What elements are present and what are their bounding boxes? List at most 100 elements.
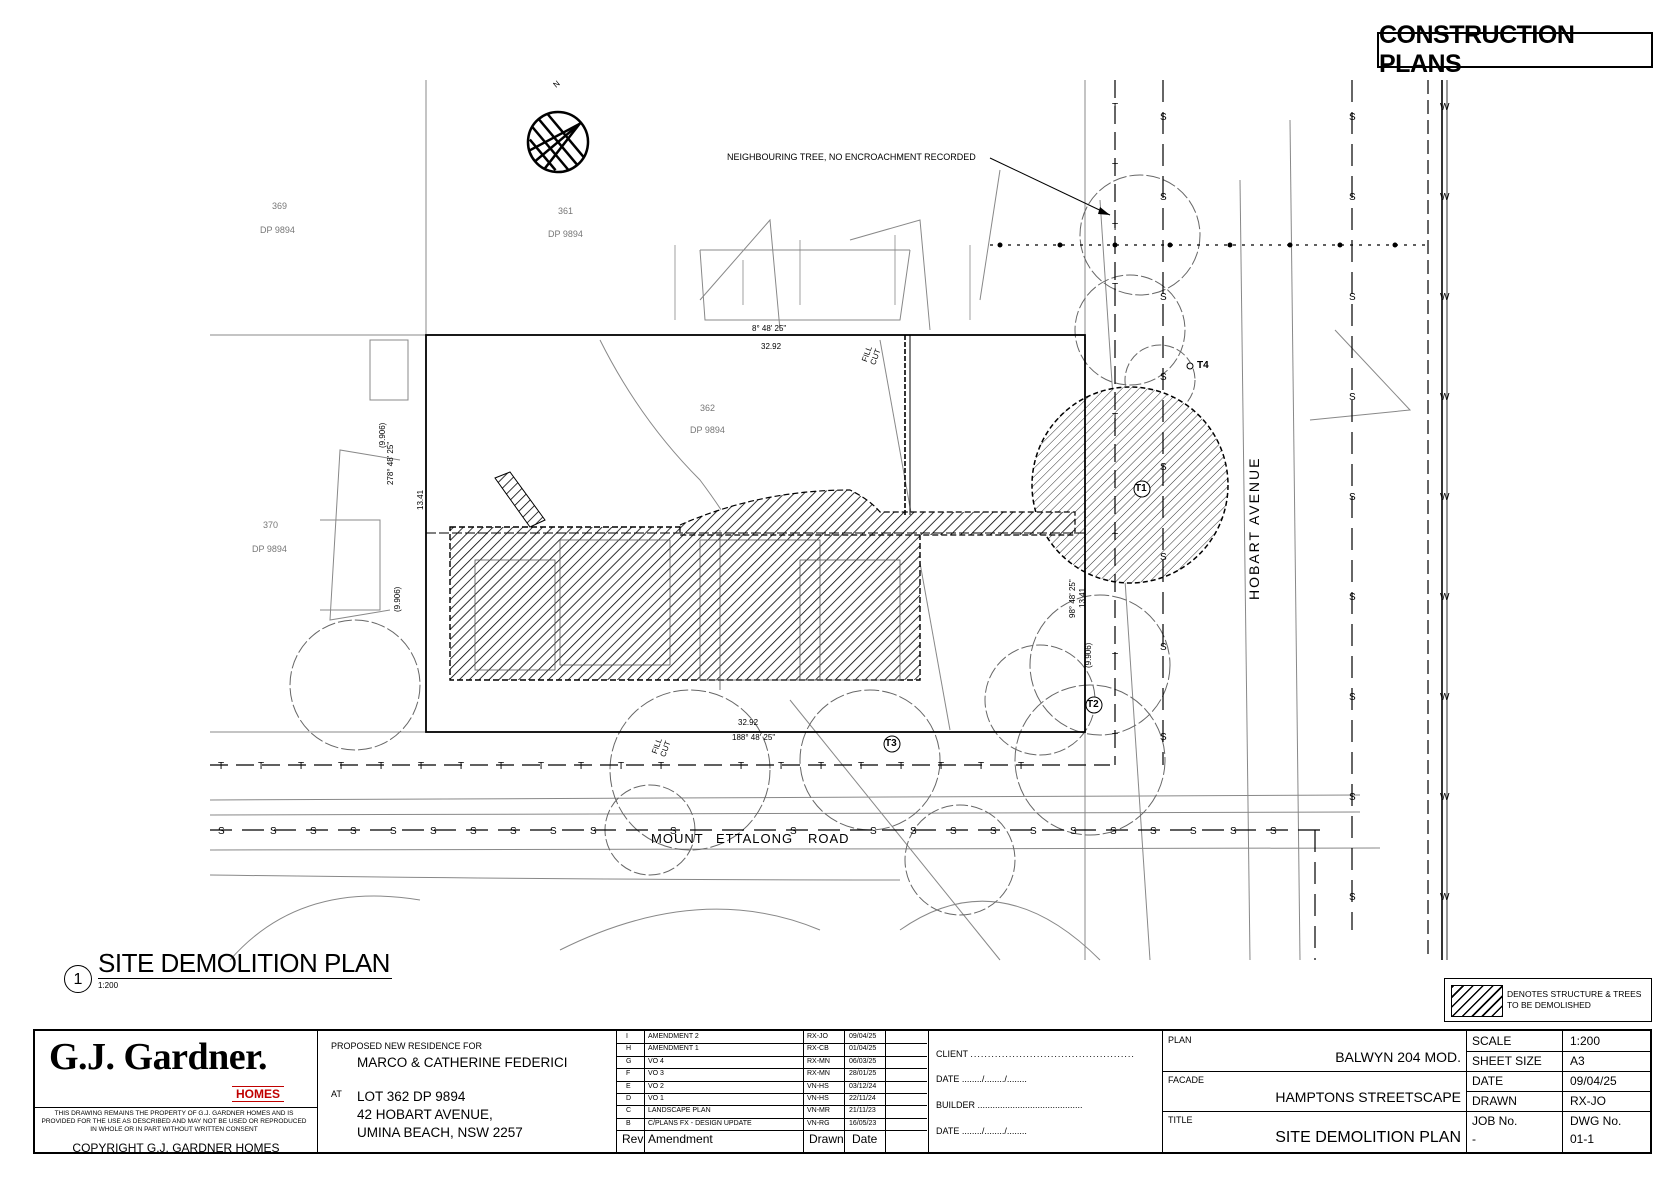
svg-text:S: S xyxy=(1349,492,1356,503)
date-key: DATE xyxy=(1472,1074,1504,1088)
svg-text:S: S xyxy=(1349,692,1356,703)
dwg-value: 01-1 xyxy=(1570,1132,1595,1146)
revision-rev: D xyxy=(626,1095,632,1102)
revision-header-date: Date xyxy=(852,1132,878,1147)
svg-text:T: T xyxy=(418,761,424,772)
revision-rev: B xyxy=(626,1119,631,1127)
scale-value: 1:200 xyxy=(1570,1034,1601,1048)
svg-text:S: S xyxy=(1349,792,1356,803)
lot-label: 370 xyxy=(263,520,279,530)
svg-text:T: T xyxy=(1112,412,1118,423)
svg-text:W: W xyxy=(1440,692,1450,703)
revision-drawn: RX-MN xyxy=(807,1057,830,1065)
builder-field: BUILDER ................................… xyxy=(936,1100,1083,1110)
svg-text:S: S xyxy=(1150,826,1157,837)
revision-date: 09/04/25 xyxy=(849,1033,877,1040)
svg-text:T: T xyxy=(1112,532,1118,543)
proposed-label: PROPOSED NEW RESIDENCE FOR xyxy=(331,1041,483,1051)
svg-text:T: T xyxy=(1112,732,1118,743)
revision-amendment: VO 3 xyxy=(648,1070,664,1078)
title-block: G.J. Gardner. HOMES THIS DRAWING REMAINS… xyxy=(33,1029,1652,1155)
facade-value: HAMPTONS STREETSCAPE xyxy=(1275,1089,1461,1105)
svg-text:S: S xyxy=(1160,372,1167,383)
svg-text:S: S xyxy=(1349,392,1356,403)
svg-text:S: S xyxy=(910,826,917,837)
svg-text:W: W xyxy=(1440,192,1450,203)
revision-amendment: AMENDMENT 2 xyxy=(648,1033,699,1040)
svg-text:S: S xyxy=(218,826,225,837)
svg-text:S: S xyxy=(1160,112,1167,123)
svg-text:T: T xyxy=(778,761,784,772)
plan-title: SITE DEMOLITION PLAN xyxy=(98,948,392,979)
plan-number: 1 xyxy=(64,965,92,993)
svg-text:T: T xyxy=(1112,102,1118,113)
svg-text:S: S xyxy=(1160,192,1167,203)
hatch-swatch-icon xyxy=(1451,985,1503,1017)
bearing-left: 278° 48' 25" xyxy=(386,441,395,485)
svg-text:S: S xyxy=(1270,826,1277,837)
svg-text:S: S xyxy=(1349,292,1356,303)
svg-text:T: T xyxy=(1018,761,1024,772)
dim-right: 13.41 xyxy=(1078,587,1087,608)
dim-right-paren: (9.906) xyxy=(1084,642,1093,668)
lot-label: 369 xyxy=(272,201,288,211)
title-value: SITE DEMOLITION PLAN xyxy=(1275,1129,1461,1146)
dp-label: DP 9894 xyxy=(260,225,295,235)
svg-text:T: T xyxy=(818,761,824,772)
svg-text:T: T xyxy=(378,761,384,772)
svg-text:S: S xyxy=(670,826,677,837)
svg-text:W: W xyxy=(1440,392,1450,403)
address-line-3: UMINA BEACH, NSW 2257 xyxy=(357,1125,523,1140)
revision-date: 06/03/25 xyxy=(849,1057,877,1065)
tree-label-t3: T3 xyxy=(885,738,897,749)
revision-drawn: VN-MR xyxy=(807,1107,830,1115)
dim-left-paren: (9.906) xyxy=(378,422,387,448)
client-label: CLIENT xyxy=(936,1049,968,1059)
svg-text:S: S xyxy=(1160,292,1167,303)
svg-text:S: S xyxy=(1349,192,1356,203)
street-label-ettalong: ETTALONG xyxy=(716,831,794,846)
revision-rev: I xyxy=(626,1033,628,1040)
svg-text:S: S xyxy=(1349,892,1356,903)
bearing-bottom: 188° 48' 25" xyxy=(732,733,776,742)
street-label-hobart-avenue: HOBART AVENUE xyxy=(1246,456,1262,600)
svg-text:T: T xyxy=(338,761,344,772)
sheet-size-value: A3 xyxy=(1570,1054,1585,1068)
revision-rev: G xyxy=(626,1057,632,1065)
svg-text:T: T xyxy=(738,761,744,772)
revision-amendment: AMENDMENT 1 xyxy=(648,1045,699,1053)
dp-label: DP 9894 xyxy=(690,425,725,435)
drawn-value: RX-JO xyxy=(1570,1094,1606,1108)
revision-date: 01/04/25 xyxy=(849,1045,877,1053)
svg-text:T: T xyxy=(538,761,544,772)
dim-left-paren2: (9.906) xyxy=(393,586,402,612)
tree-label-t2: T2 xyxy=(1087,699,1099,710)
revision-drawn: VN-RG xyxy=(807,1119,830,1127)
revision-date: 22/11/24 xyxy=(849,1095,876,1102)
revision-date: 28/01/25 xyxy=(849,1070,877,1078)
svg-text:T: T xyxy=(978,761,984,772)
revision-rev: F xyxy=(626,1070,631,1078)
date-field: DATE ......../......../........ xyxy=(936,1074,1027,1084)
date2-field: DATE ......../......../........ xyxy=(936,1126,1027,1136)
svg-text:S: S xyxy=(1349,112,1356,123)
svg-text:T: T xyxy=(1112,162,1118,173)
lot-label: 362 xyxy=(700,403,716,413)
svg-text:T: T xyxy=(618,761,624,772)
svg-text:T: T xyxy=(578,761,584,772)
svg-text:T: T xyxy=(458,761,464,772)
svg-text:N: N xyxy=(552,79,562,90)
revision-rev: E xyxy=(626,1082,631,1090)
address-line-1: LOT 362 DP 9894 xyxy=(357,1089,466,1104)
drawn-key: DRAWN xyxy=(1472,1094,1517,1108)
svg-text:W: W xyxy=(1440,492,1450,503)
tree-label-t4: T4 xyxy=(1197,360,1209,371)
revision-amendment: VO 2 xyxy=(648,1082,664,1090)
svg-text:S: S xyxy=(510,826,517,837)
tree-label-t1: T1 xyxy=(1135,483,1147,494)
scale-label: SCALE xyxy=(1472,1034,1512,1048)
